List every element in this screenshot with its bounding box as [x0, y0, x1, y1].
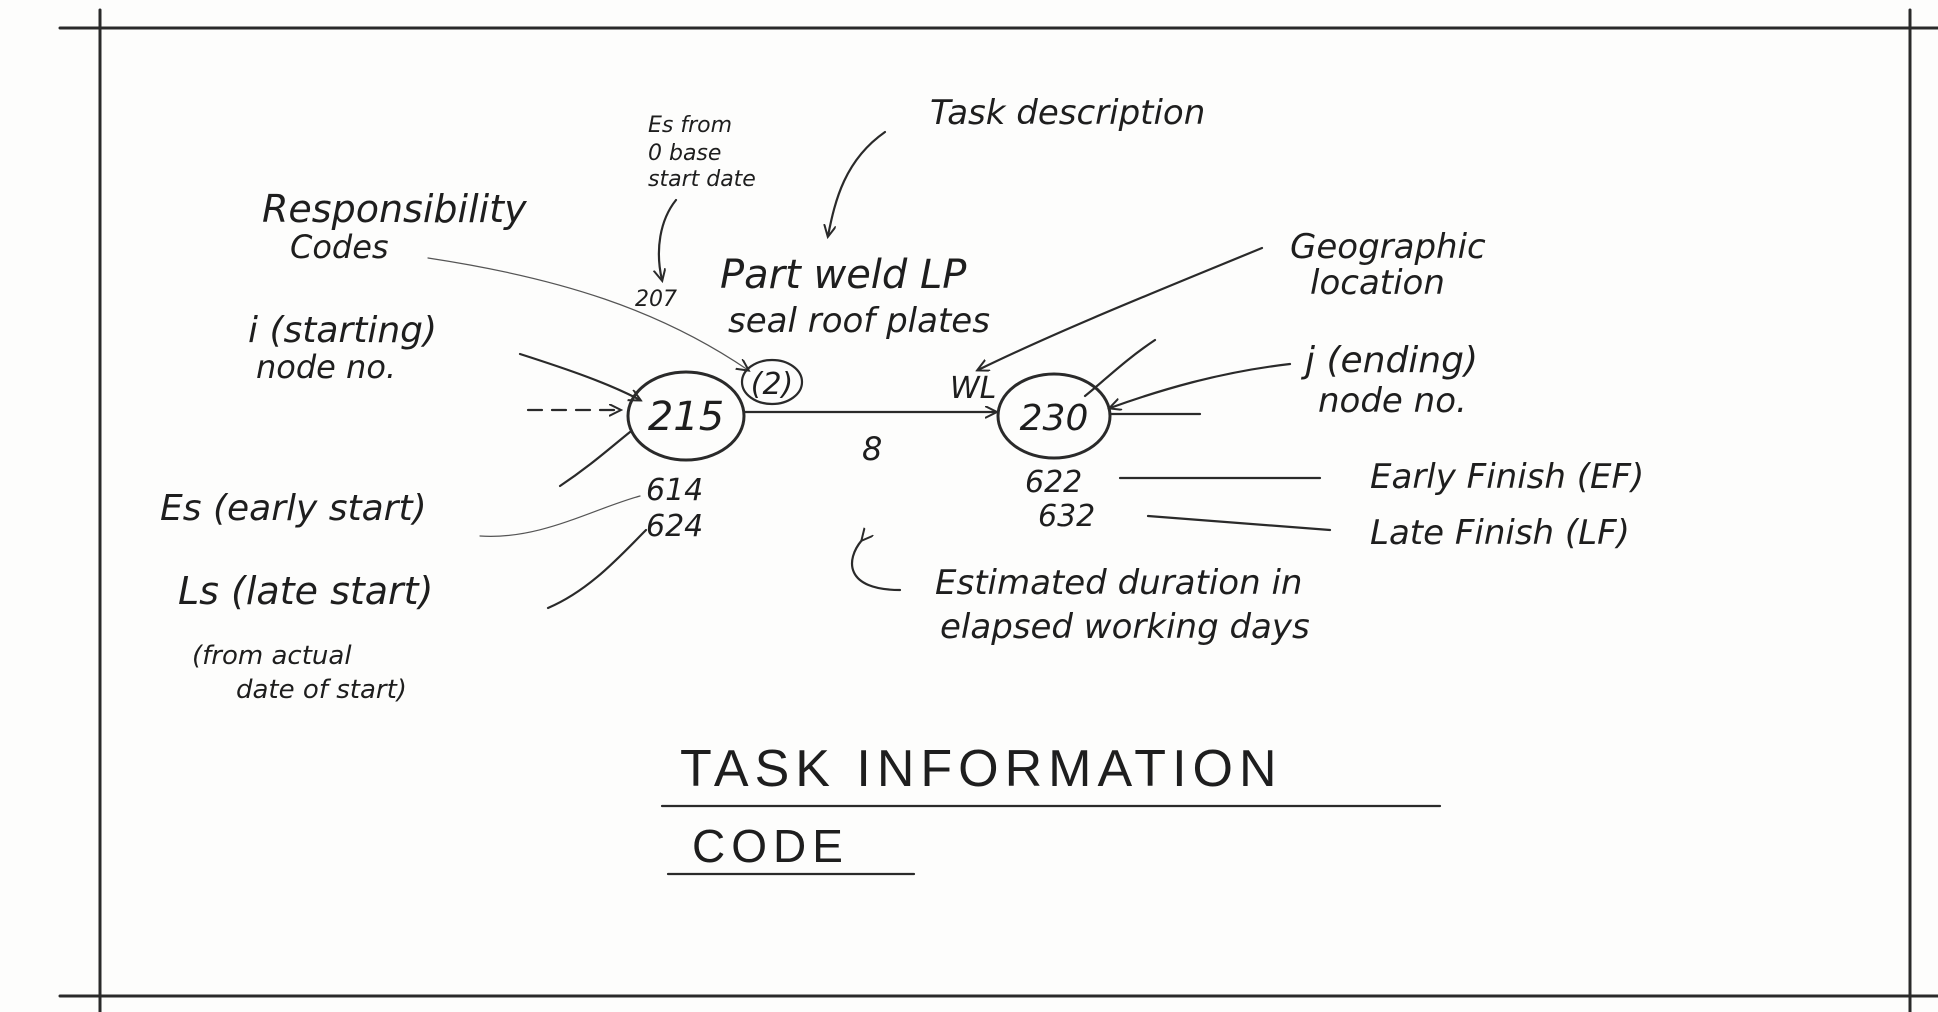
- footer-title: TASK INFORMATION: [680, 740, 1283, 798]
- duration-pointer: [850, 540, 902, 592]
- j-node-pointer: [1110, 362, 1292, 408]
- footer-subtitle: CODE: [692, 820, 849, 872]
- task-description-line-1: Part weld LP: [720, 252, 967, 298]
- duration-value: 8: [862, 430, 882, 468]
- es-from-line-2: 0 base: [648, 141, 721, 166]
- es-base-value: 207: [635, 287, 677, 312]
- responsibility-code-pointer: [427, 257, 748, 370]
- es-from-line-1: Es from: [648, 113, 732, 138]
- es-from-line-3: start date: [648, 167, 756, 192]
- early-start-value: 614: [646, 473, 703, 508]
- start-node-number: 215: [648, 394, 724, 440]
- es-label: Es (early start): [160, 488, 427, 529]
- late-finish-pointer: [1146, 514, 1332, 532]
- j-node-label-line-1: j (ending): [1300, 340, 1478, 381]
- estimated-duration-line-1: Estimated duration in: [935, 563, 1302, 603]
- task-description-label: Task description: [930, 93, 1205, 133]
- i-node-label-line-1: i (starting): [248, 310, 437, 351]
- es-pointer: [479, 495, 641, 537]
- geographic-location-line-2: location: [1310, 263, 1445, 303]
- responsibility-value: (2): [751, 367, 794, 402]
- i-node-pointer: [518, 352, 640, 400]
- early-finish-label: Early Finish (EF): [1370, 457, 1644, 497]
- late-finish-label: Late Finish (LF): [1370, 513, 1630, 553]
- responsibility-code-line-2: Codes: [290, 228, 389, 266]
- responsibility-value-circle: [740, 358, 804, 406]
- task-description-pointer: [828, 130, 887, 236]
- frame: [58, 8, 1938, 1012]
- geographic-location-pointer: [978, 246, 1264, 370]
- ls-pointer: [546, 528, 648, 610]
- j-node-tick: [1083, 338, 1157, 398]
- responsibility-code-line-1: Responsibility: [262, 187, 527, 231]
- end-node-number: 230: [1020, 398, 1089, 439]
- geographic-location-line-1: Geographic: [1290, 227, 1486, 267]
- late-finish-value: 632: [1038, 499, 1095, 534]
- early-finish-value: 622: [1025, 465, 1082, 500]
- es-base-pointer: [659, 198, 678, 280]
- i-node-label-line-2: node no.: [256, 348, 396, 386]
- late-start-value: 624: [646, 509, 703, 544]
- location-value: WL: [950, 371, 996, 406]
- ls-label: Ls (late start): [178, 569, 433, 613]
- from-actual-line-2: date of start): [236, 675, 407, 705]
- task-description-line-2: seal roof plates: [728, 301, 990, 341]
- from-actual-line-1: (from actual: [192, 641, 352, 671]
- end-node-circle: [996, 372, 1112, 460]
- j-node-label-line-2: node no.: [1318, 381, 1467, 421]
- es-tick: [558, 430, 632, 488]
- estimated-duration-line-2: elapsed working days: [940, 607, 1310, 647]
- start-node-circle: [626, 370, 746, 462]
